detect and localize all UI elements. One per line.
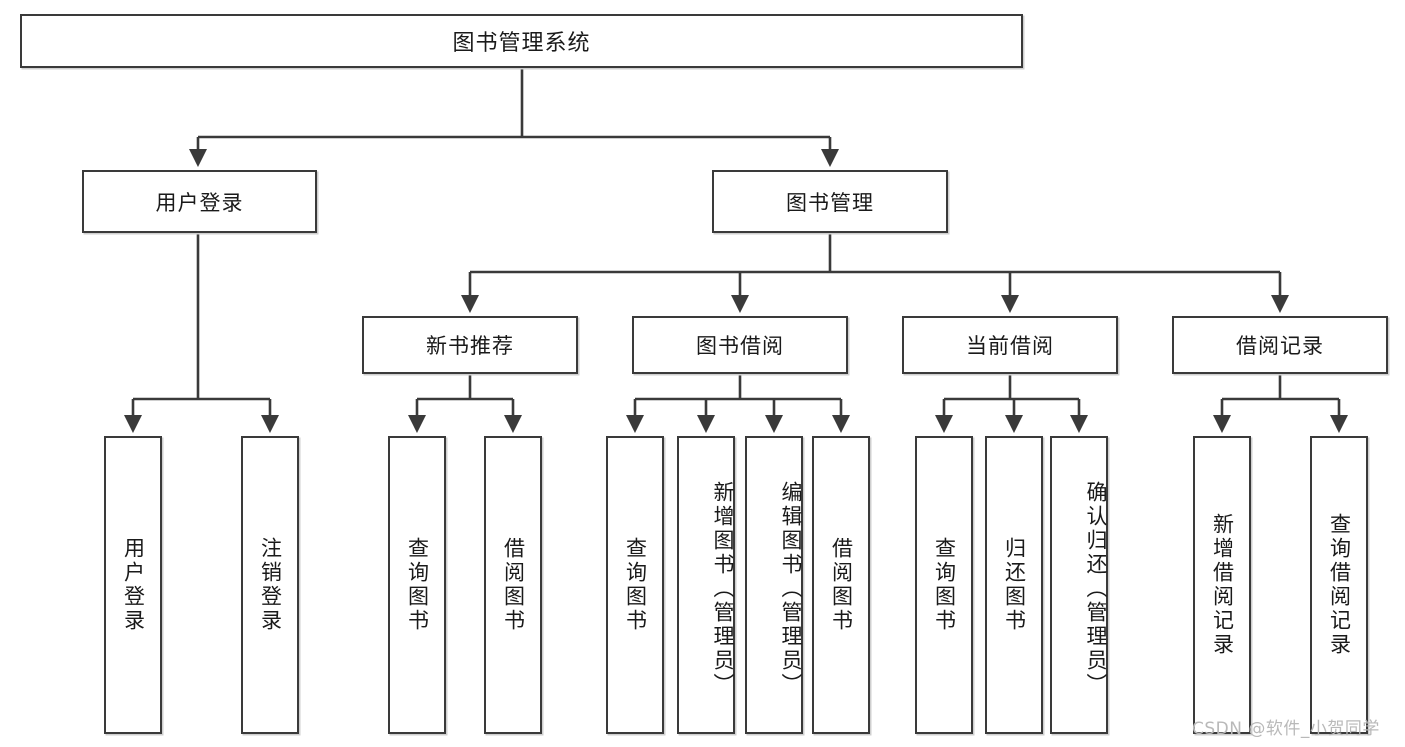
leaf-query-book-borrow[interactable]: 查询图书 [606,436,664,734]
leaf-confirm-return-admin[interactable]: 确认归还（管理员） [1050,436,1108,734]
node-label: 借阅图书 [501,537,526,633]
node-user-login[interactable]: 用户登录 [82,170,317,233]
node-root-library-management-system[interactable]: 图书管理系统 [20,14,1023,68]
leaf-query-book-recommend[interactable]: 查询图书 [388,436,446,734]
node-label: 查询图书 [405,537,430,633]
node-label: 查询借阅记录 [1327,513,1352,657]
leaf-edit-book-admin[interactable]: 编辑图书（管理员） [745,436,803,734]
node-label: 确认归还（管理员） [1084,481,1108,697]
node-label: 图书管理系统 [452,31,591,56]
node-label: 查询图书 [932,537,957,633]
leaf-add-borrow-record[interactable]: 新增借阅记录 [1193,436,1251,734]
leaf-return-book[interactable]: 归还图书 [985,436,1043,734]
leaf-query-borrow-record[interactable]: 查询借阅记录 [1310,436,1368,734]
node-label: 图书管理 [786,190,874,215]
node-label: 借阅图书 [829,537,854,633]
node-label: 注销登录 [258,537,283,633]
leaf-query-book-current[interactable]: 查询图书 [915,436,973,734]
node-book-management[interactable]: 图书管理 [712,170,948,233]
leaf-add-book-admin[interactable]: 新增图书（管理员） [677,436,735,734]
node-current-borrow[interactable]: 当前借阅 [902,316,1118,374]
node-label: 用户登录 [155,190,244,215]
node-label: 借阅记录 [1236,334,1324,358]
node-new-book-recommendation[interactable]: 新书推荐 [362,316,578,374]
csdn-watermark: CSDN @软件_小贺同学 [1192,719,1380,739]
node-label: 当前借阅 [966,334,1054,358]
node-label: 图书借阅 [696,334,784,358]
node-label: 新增图书（管理员） [711,481,735,697]
node-borrow-record[interactable]: 借阅记录 [1172,316,1388,374]
node-book-borrow[interactable]: 图书借阅 [632,316,848,374]
node-label: 归还图书 [1002,537,1027,633]
leaf-logout[interactable]: 注销登录 [241,436,299,734]
node-label: 查询图书 [623,537,648,633]
node-label: 新增借阅记录 [1210,513,1235,657]
leaf-borrow-book[interactable]: 借阅图书 [812,436,870,734]
node-label: 新书推荐 [426,334,514,358]
leaf-user-login[interactable]: 用户登录 [104,436,162,734]
leaf-borrow-book-recommend[interactable]: 借阅图书 [484,436,542,734]
node-label: 编辑图书（管理员） [779,481,803,697]
node-label: 用户登录 [121,537,146,633]
